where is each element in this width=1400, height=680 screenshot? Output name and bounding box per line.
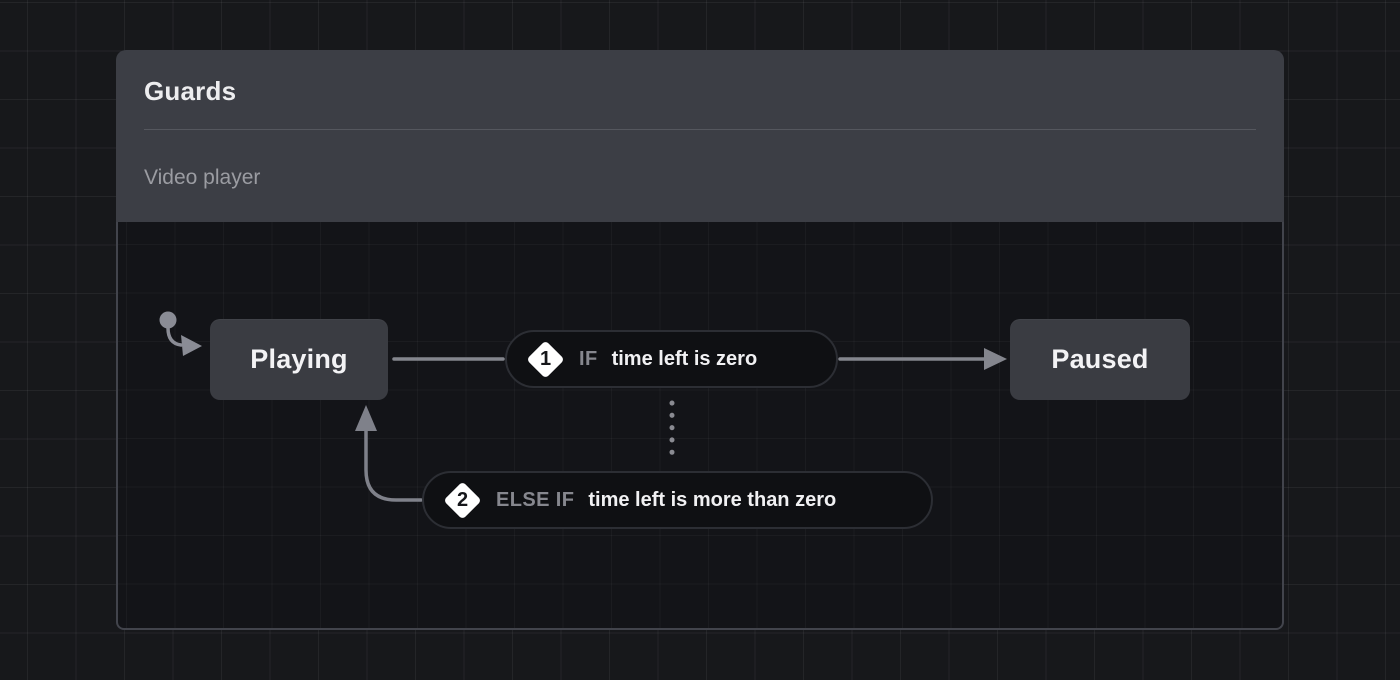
guard-keyword: IF xyxy=(579,347,598,370)
transition-1-guard-pill[interactable]: 1 IF time left is zero xyxy=(505,330,838,388)
state-node-playing[interactable]: Playing xyxy=(210,319,388,400)
state-label: Paused xyxy=(1051,344,1149,374)
machine-canvas[interactable] xyxy=(116,222,1284,630)
state-node-paused[interactable]: Paused xyxy=(1010,319,1190,400)
guard-number-diamond-icon: 2 xyxy=(442,480,482,520)
machine-description: Video player xyxy=(144,166,261,189)
header-divider xyxy=(144,129,1256,130)
guard-number: 2 xyxy=(456,488,468,511)
machine-title: Guards xyxy=(144,76,237,106)
guard-condition: time left is more than zero xyxy=(588,488,837,511)
transition-2-guard-pill[interactable]: 2 ELSE IF time left is more than zero xyxy=(422,471,933,529)
guard-number-diamond-icon: 1 xyxy=(525,339,565,379)
guard-keyword: ELSE IF xyxy=(496,488,575,511)
guard-number: 1 xyxy=(539,347,551,370)
state-label: Playing xyxy=(250,344,348,374)
machine-panel: Guards Video player xyxy=(116,50,1284,630)
guard-condition: time left is zero xyxy=(611,347,758,370)
machine-header: Guards Video player xyxy=(116,50,1284,222)
